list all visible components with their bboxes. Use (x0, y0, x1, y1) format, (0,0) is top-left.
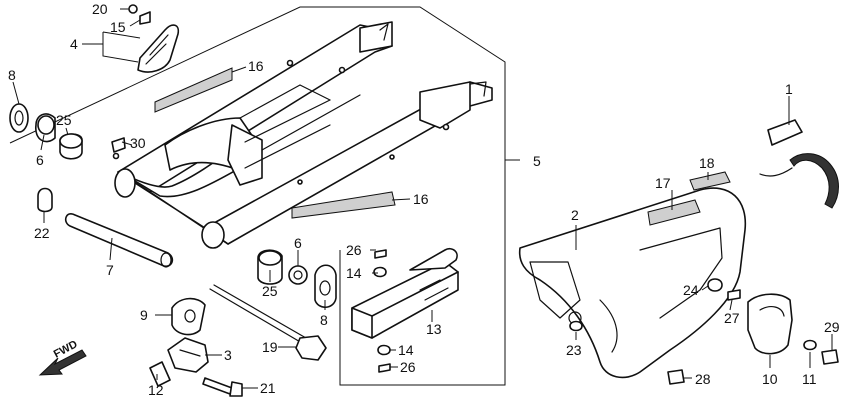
bolt-27 (727, 289, 741, 301)
fwd-arrow-icon (38, 349, 87, 376)
screw-26-bottom (378, 363, 391, 373)
bracket-3 (167, 337, 209, 373)
screw-26-top (374, 249, 387, 259)
collar-24 (707, 278, 723, 292)
chain-guide-4 (137, 24, 180, 73)
seal-8-right (314, 264, 337, 309)
swingarm (114, 21, 493, 249)
callout-24: 24 (683, 282, 699, 298)
callout-16-lower: 16 (413, 191, 429, 207)
callout-4: 4 (70, 36, 78, 52)
callout-5: 5 (533, 153, 541, 169)
bolt-21 (202, 377, 233, 395)
callout-23: 23 (566, 342, 582, 358)
decal-16-lower (291, 191, 396, 219)
callout-16-upper: 16 (248, 58, 264, 74)
grommet-23 (569, 320, 583, 332)
washer-14-bottom (377, 344, 391, 356)
callout-8-left: 8 (8, 67, 16, 83)
callout-27: 27 (724, 310, 740, 326)
callout-14-bottom: 14 (398, 342, 414, 358)
callout-1: 1 (785, 81, 793, 97)
callout-28: 28 (695, 371, 711, 387)
callout-21: 21 (260, 380, 276, 396)
bolt-11 (803, 339, 817, 351)
seal-8-left-inner (14, 110, 24, 126)
washer-14-top (373, 266, 387, 278)
drive-chain-1 (759, 119, 839, 209)
assembly-outline (9, 6, 506, 386)
pivot-bolt-19 (209, 284, 307, 344)
block-9 (171, 297, 206, 336)
decal-16-upper (154, 67, 233, 113)
callout-6-right: 6 (294, 235, 302, 251)
callout-25-right: 25 (262, 283, 278, 299)
callout-15: 15 (110, 19, 126, 35)
pivot-tube-7 (64, 213, 174, 268)
callout-17: 17 (655, 175, 671, 191)
guard-10 (747, 293, 793, 355)
callout-7: 7 (106, 262, 114, 278)
callout-20: 20 (92, 1, 108, 17)
callout-29: 29 (824, 319, 840, 335)
callout-25-left: 25 (56, 112, 72, 128)
callout-10: 10 (762, 371, 778, 387)
callout-6-left: 6 (36, 152, 44, 168)
callout-9: 9 (140, 307, 148, 323)
seal-8-left (9, 103, 29, 133)
callout-22: 22 (34, 225, 50, 241)
bearing-6-right (288, 265, 308, 285)
callout-30: 30 (130, 135, 146, 151)
leader-lines (12, 8, 833, 389)
callouts: 20 15 4 8 25 30 6 22 7 16 16 5 1 2 17 18… (8, 1, 840, 398)
nut-8-lower (295, 335, 327, 361)
callout-18: 18 (699, 155, 715, 171)
decal-18 (689, 171, 731, 191)
callout-26-top: 26 (346, 242, 362, 258)
cap-22 (37, 187, 53, 213)
callout-12: 12 (148, 382, 164, 398)
callout-3: 3 (224, 347, 232, 363)
slider-13 (351, 247, 459, 339)
callout-19: 19 (262, 339, 278, 355)
callout-14-top: 14 (346, 265, 362, 281)
collar-15 (139, 11, 151, 25)
callout-8-right: 8 (320, 312, 328, 328)
callout-13: 13 (426, 321, 442, 337)
decal-17 (647, 199, 701, 226)
callout-11: 11 (802, 371, 817, 387)
bolt-29 (821, 349, 839, 365)
bolt-28 (667, 369, 685, 385)
pin-12 (149, 361, 171, 387)
bolt-20 (128, 4, 138, 14)
callout-26-bottom: 26 (400, 359, 416, 375)
fitting-30 (111, 137, 126, 153)
callout-2: 2 (571, 207, 579, 223)
